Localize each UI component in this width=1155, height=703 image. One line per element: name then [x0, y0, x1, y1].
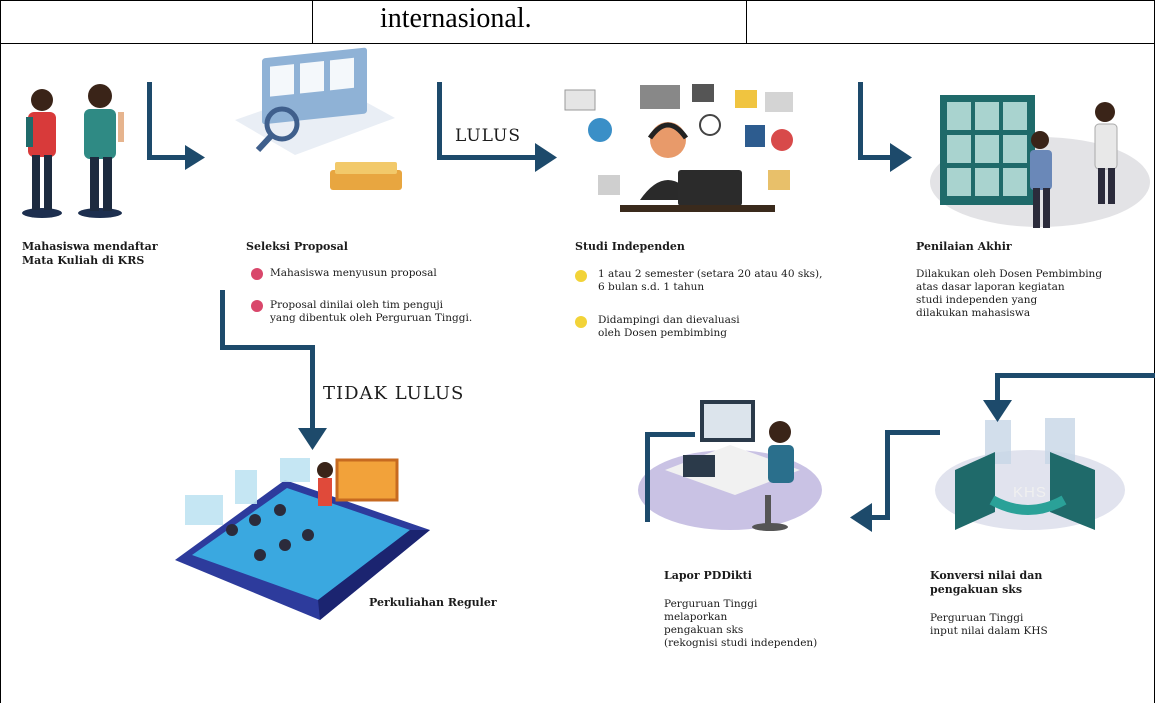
step2-bullet1: Mahasiswa menyusun proposal [270, 267, 437, 279]
step7-title: Perkuliahan Reguler [369, 596, 497, 609]
step6-line1: Perguruan Tinggi [664, 598, 758, 610]
step3-bullet1-line2: 6 bulan s.d. 1 tahun [598, 281, 705, 293]
lulus-label: LULUS [455, 126, 522, 146]
step6-line3: pengakuan sks [664, 624, 744, 636]
step3-title: Studi Independen [575, 240, 685, 253]
step5-body-line1: Perguruan Tinggi [930, 612, 1024, 624]
step5-title-line1: Konversi nilai dan [930, 569, 1043, 582]
step3-bullet2-line1: Didampingi dan dievaluasi [598, 314, 740, 326]
step2-title: Seleksi Proposal [246, 240, 348, 253]
connectors [147, 82, 1155, 532]
step1-title-line2: Mata Kuliah di KRS [22, 254, 145, 267]
tidak-lulus-label: TIDAK LULUS [323, 383, 465, 404]
bullet-dot-pink [251, 268, 263, 280]
step4-line2: atas dasar laporan kegiatan [916, 281, 1065, 293]
step2-bullet2-line2: yang dibentuk oleh Perguruan Tinggi. [270, 312, 473, 324]
step6-line4: (rekognisi studi independen) [664, 637, 818, 649]
table-cell-text: internasional. [380, 3, 532, 34]
khs-label: KHS [1013, 484, 1047, 501]
assessment-illustration [930, 95, 1150, 228]
step4-line4: dilakukan mahasiswa [916, 307, 1031, 319]
step1-title-line1: Mahasiswa mendaftar [22, 240, 158, 253]
bullet-dot-yellow [575, 270, 587, 282]
lecture-illustration [175, 458, 430, 620]
step4-line3: studi independen yang [916, 294, 1038, 306]
bullet-dot-pink [251, 300, 263, 312]
khs-illustration [935, 418, 1125, 530]
step4-title: Penilaian Akhir [916, 240, 1012, 253]
proposal-illustration [235, 47, 402, 190]
step4-line1: Dilakukan oleh Dosen Pembimbing [916, 268, 1103, 280]
report-illustration [638, 400, 822, 531]
bullet-dot-yellow [575, 316, 587, 328]
step3-bullet1-line1: 1 atau 2 semester (setara 20 atau 40 sks… [598, 268, 823, 280]
step5-body-line2: input nilai dalam KHS [930, 625, 1048, 637]
study-illustration [564, 84, 793, 212]
step3-bullet2-line2: oleh Dosen pembimbing [598, 327, 727, 339]
step6-line2: melaporkan [664, 611, 728, 623]
step6-title: Lapor PDDikti [664, 569, 752, 582]
students-illustration [22, 84, 124, 218]
step2-bullet2-line1: Proposal dinilai oleh tim penguji [270, 299, 443, 311]
step5-title-line2: pengakuan sks [930, 583, 1023, 596]
